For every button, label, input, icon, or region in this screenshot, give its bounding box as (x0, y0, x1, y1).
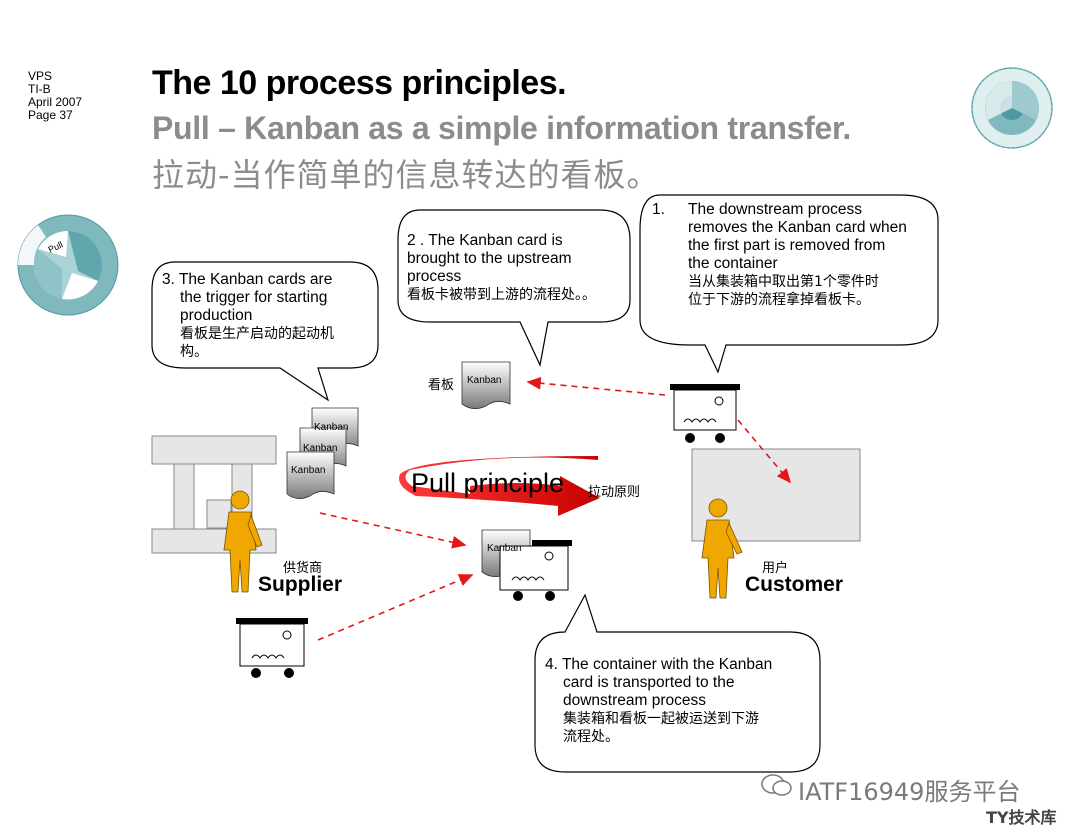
bubble-line: the container (688, 255, 778, 272)
pull-principle-cn-label: 拉动原则 (588, 485, 641, 500)
page-subtitle: Pull – Kanban as a simple information tr… (152, 110, 851, 146)
bubble-line: 4. The container with the Kanban (545, 656, 773, 673)
container-cart-center (499, 540, 572, 601)
customer-cn-label: 用户 (762, 561, 789, 576)
bubble-2-text: 2 . The Kanban card is brought to the up… (407, 232, 627, 304)
bubble-line-cn: 当从集装箱中取出第1个零件时 (688, 274, 879, 290)
kanban-card (461, 361, 511, 409)
pull-principle-label: Pull principle (411, 468, 565, 498)
bubble-line: The downstream process (688, 201, 863, 218)
bubble-line-cn: 构。 (180, 344, 208, 360)
bubble-line: removes the Kanban card when (688, 219, 907, 236)
bubble-1-number: 1. (652, 201, 665, 218)
bubble-4-text: 4. The container with the Kanban card is… (545, 656, 815, 746)
speech-bubble-2 (397, 209, 631, 367)
bubble-line: card is transported to the (563, 674, 735, 691)
supplier-worker-icon (223, 490, 263, 593)
speech-bubble-3 (151, 261, 379, 402)
supplier-cn-label: 供货商 (283, 561, 323, 576)
meta-line: VPS (28, 69, 53, 83)
bubble-line: 3. The Kanban cards are (162, 271, 333, 288)
bubble-line-cn: 集装箱和看板一起被运送到下游 (563, 711, 759, 727)
process-wheel-icon: Pull (17, 214, 119, 316)
kanban-card-label: Kanban (303, 443, 338, 454)
speech-bubble-1 (639, 194, 939, 374)
customer-label: Customer (745, 573, 844, 596)
meta-line: TI-B (28, 82, 51, 96)
meta-line: Page 37 (28, 108, 73, 122)
kanban-card-stack (286, 407, 359, 499)
container-cart-bottom-left (236, 618, 308, 678)
container-cart-top-right (670, 384, 740, 443)
meta-line: April 2007 (28, 95, 83, 109)
bubble-line-cn: 流程处。 (563, 729, 619, 745)
bubble-line: the first part is removed from (688, 237, 886, 254)
bubble-line: brought to the upstream (407, 250, 572, 267)
customer-worker-icon (701, 498, 743, 599)
bubble-line: process (407, 268, 462, 285)
bubble-line: production (180, 307, 253, 324)
supplier-label: Supplier (258, 573, 343, 596)
page-subtitle-cn: 拉动-当作简单的信息转达的看板。 (152, 156, 660, 194)
page-title: The 10 process principles. (152, 64, 567, 102)
watermark-text: IATF16949服务平台 (798, 778, 1021, 806)
kanban-card-label: Kanban (314, 422, 349, 433)
flow-arrows (317, 376, 792, 641)
bubble-line: downstream process (563, 692, 707, 709)
pull-principle-arrow (399, 456, 600, 516)
principles-wheel-icon (971, 67, 1053, 149)
bubble-line-cn: 位于下游的流程拿掉看板卡。 (688, 292, 870, 308)
bubble-line-cn: 看板是生产启动的起动机 (180, 326, 334, 342)
bubble-3-text: 3. The Kanban cards are the trigger for … (162, 271, 377, 361)
bubble-line: 2 . The Kanban card is (407, 232, 563, 249)
kanban-cn-label: 看板 (428, 378, 455, 393)
kanban-card-label: Kanban (487, 543, 522, 554)
bubble-line-cn: 看板卡被带到上游的流程处。。 (407, 287, 596, 303)
bubble-line: the trigger for starting (180, 289, 328, 306)
footer-tag: TY技术库 (986, 808, 1057, 827)
kanban-card-label: Kanban (291, 465, 326, 476)
bubble-1-text: The downstream process removes the Kanba… (688, 201, 933, 309)
wechat-icon (760, 773, 794, 797)
slide-meta: VPS TI-B April 2007 Page 37 (28, 70, 82, 122)
kanban-card-label: Kanban (467, 375, 502, 386)
speech-bubble-4 (534, 593, 821, 773)
